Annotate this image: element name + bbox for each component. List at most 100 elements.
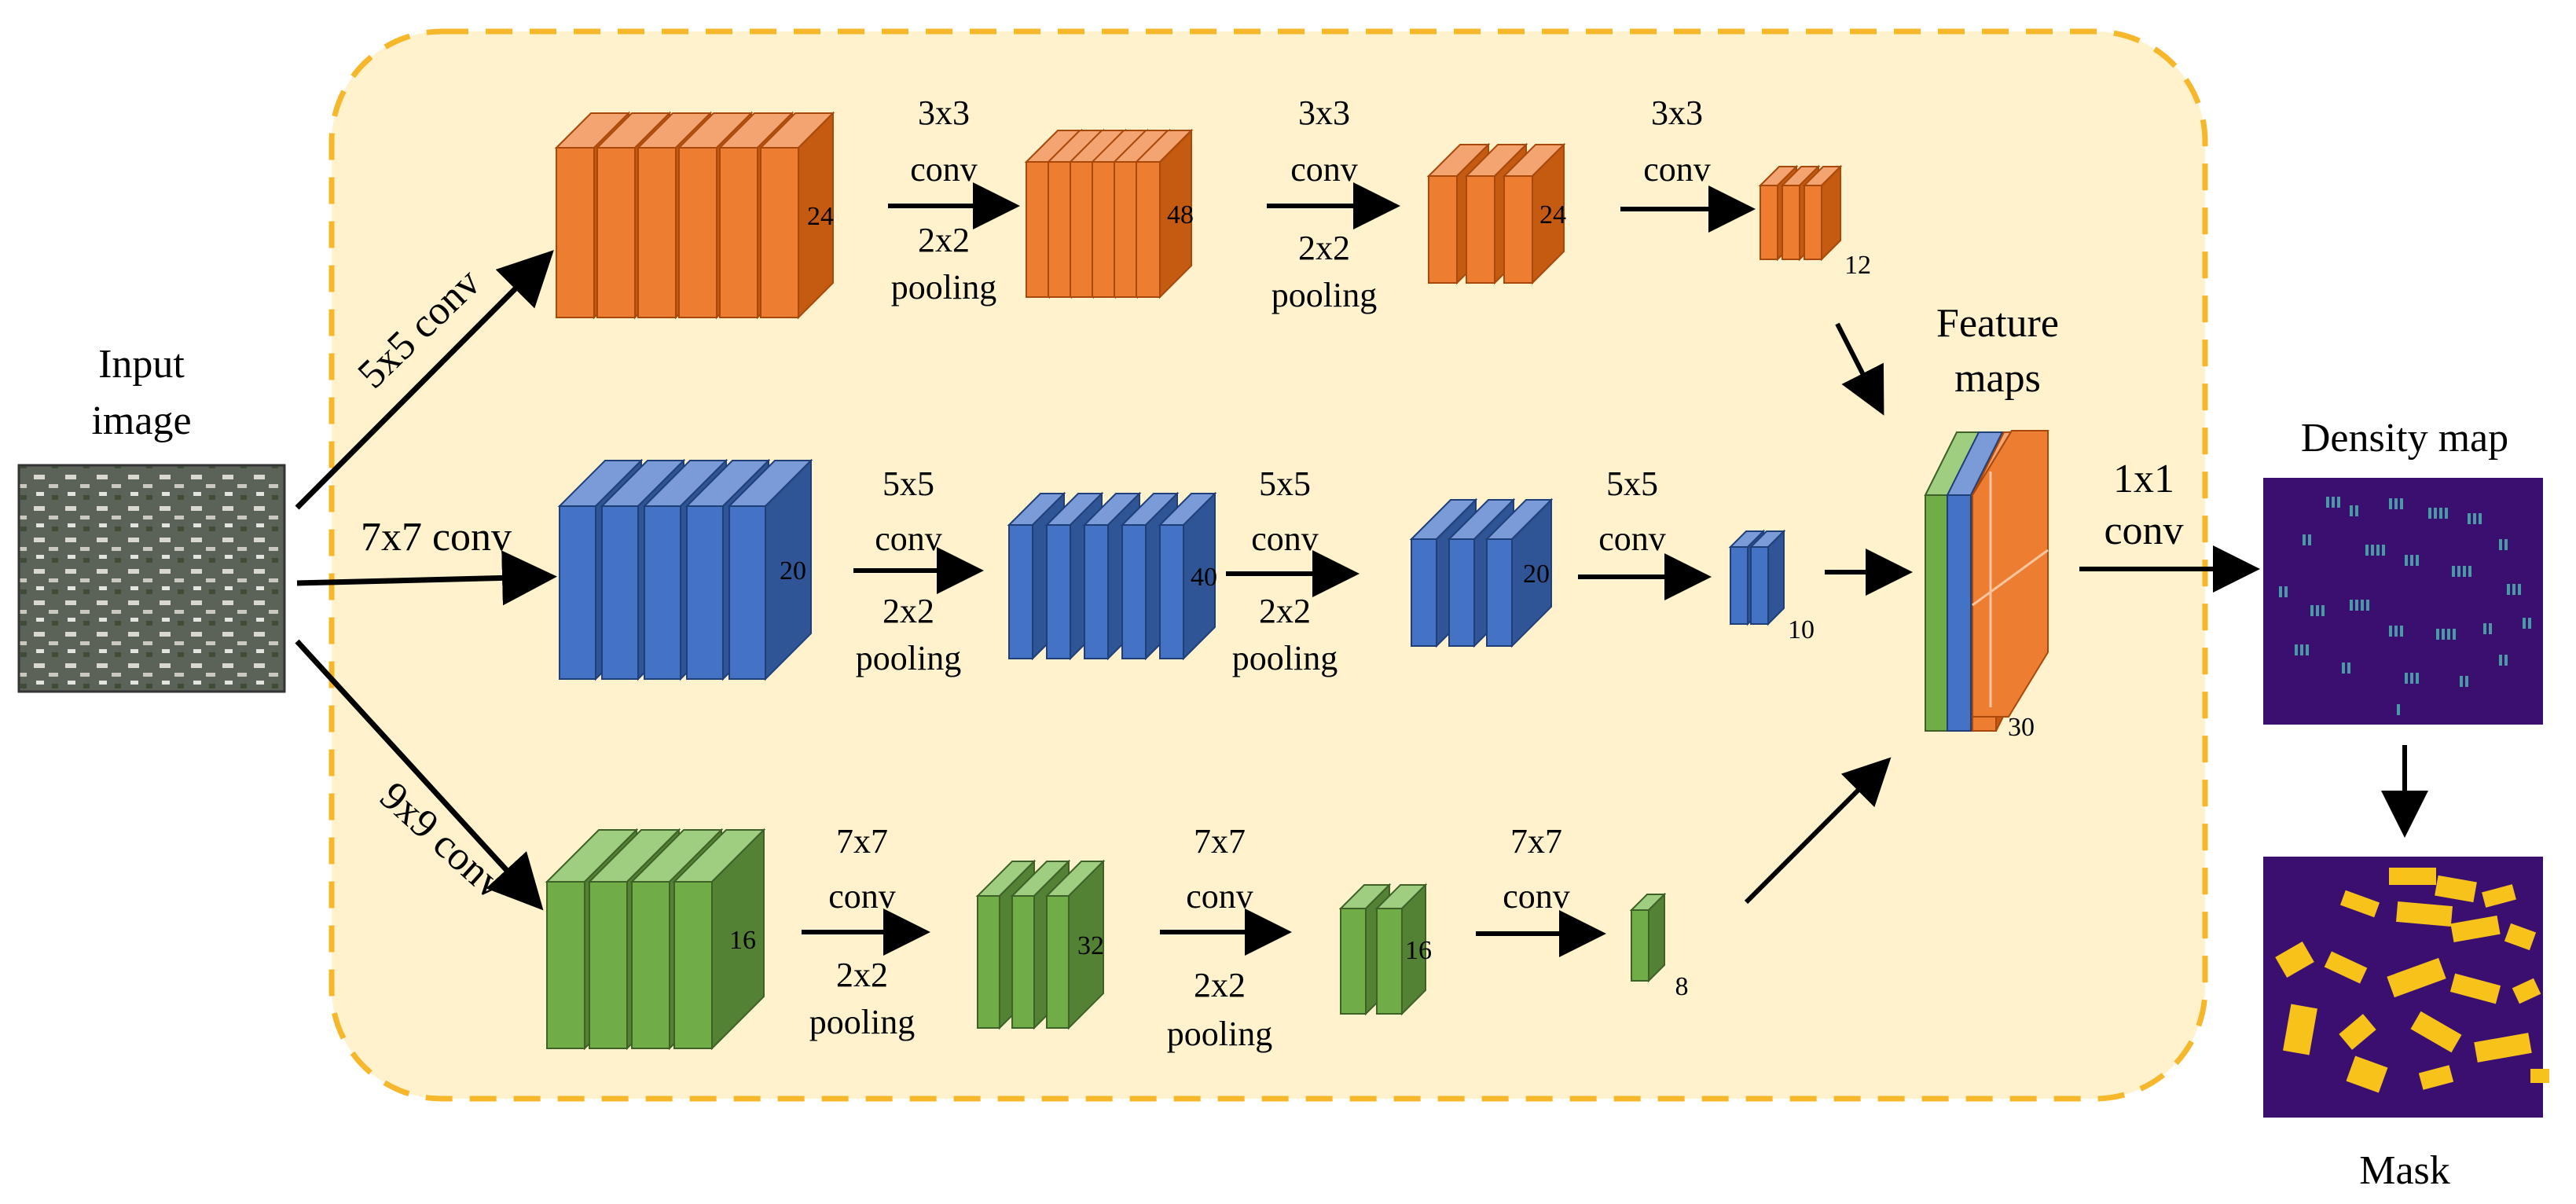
mask-blob [2450,915,2501,943]
green-block-4-slab [1629,892,1667,983]
density-mark [2389,626,2403,637]
blue-block-3-channels: 20 [1523,560,1550,589]
density-mark [2310,605,2325,616]
svg-text:conv: conv [1290,150,1358,189]
orange-block-4: 12 [1758,164,1871,280]
green-block-4-channels: 8 [1675,972,1689,1001]
feature-map-orange-front [1971,430,2049,718]
mask-blob [2324,951,2368,984]
orange-block-3: 24 [1426,142,1566,285]
blue-entry-conv-label: 7x7 conv [361,515,512,560]
mask-blob [2387,957,2446,998]
mask-blob [2449,973,2501,1004]
svg-text:conv: conv [1643,150,1711,189]
density-mark [2452,566,2471,577]
mask-blob [2530,1069,2549,1083]
density-mark [2499,655,2508,666]
orange-block-4-channels: 12 [1844,251,1871,280]
density-mark [2460,676,2468,687]
arrow-input-to-blue [296,550,557,606]
density-mark [2507,584,2521,595]
svg-text:5x5: 5x5 [1259,464,1311,503]
svg-text:7x7: 7x7 [836,822,888,861]
density-mark [2279,586,2288,597]
branch-orange: 24 48 24 12 [554,111,1871,320]
green-op-3: 7x7 conv [1503,822,1570,916]
blue-block-3-slab [1484,497,1554,648]
density-mark [2350,600,2369,611]
blue-block-2-channels: 40 [1191,563,1217,592]
orange-block-2-channels: 48 [1167,200,1194,229]
svg-text:conv: conv [910,150,978,189]
density-mark [2365,545,2385,556]
mask-blob [2346,1055,2388,1093]
mask-blob [2339,890,2380,918]
arrow-green-to-features [1744,757,1892,905]
density-mark [2428,508,2448,519]
density-mark [2499,539,2508,550]
green-block-4: 8 [1629,892,1689,1001]
density-mark [2326,497,2340,508]
svg-text:2x2: 2x2 [836,956,888,994]
mask-blob [2418,1065,2454,1090]
svg-text:conv: conv [1186,877,1253,916]
arrow-input-to-orange [295,250,554,510]
svg-text:2x2: 2x2 [1298,229,1350,267]
svg-text:5x5: 5x5 [1606,464,1658,503]
feature-maps-label-line1: Feature [1936,301,2059,346]
blue-block-1-channels: 20 [780,556,806,585]
feature-maps [1924,430,2049,732]
orange-block-4-slab [1802,164,1843,262]
density-mark [2303,534,2311,545]
density-mark [2523,618,2531,629]
svg-text:7x7: 7x7 [1510,822,1562,861]
svg-text:pooling: pooling [1271,276,1377,314]
green-block-2-slab [1044,859,1106,1030]
blue-block-1-slab [727,458,813,681]
mask-blob [2435,875,2477,903]
svg-text:pooling: pooling [1232,639,1338,677]
density-mark [2350,505,2358,516]
final-conv-line2: conv [2104,508,2183,553]
input-label-line1: Input [98,342,185,387]
blue-op-3: 5x5 conv [1598,464,1666,558]
orange-block-3-channels: 24 [1539,200,1566,229]
green-block-2: 32 [975,859,1106,1030]
green-block-3: 16 [1338,883,1432,1016]
svg-text:conv: conv [1503,877,1570,916]
blue-block-4: 10 [1728,529,1815,644]
svg-text:7x7: 7x7 [1194,822,1246,861]
branch-blue: 20 40 20 10 [557,458,1815,681]
blue-block-2: 40 [1007,491,1217,661]
stage-arrows [802,182,2428,957]
svg-text:2x2: 2x2 [918,221,970,259]
svg-text:conv: conv [1598,519,1666,558]
green-block-2-channels: 32 [1077,931,1104,960]
svg-text:conv: conv [828,877,896,916]
svg-text:5x5: 5x5 [883,464,934,503]
orange-block-2: 48 [1024,128,1194,299]
feature-maps-count: 30 [2008,713,2035,742]
green-op-1: 7x7 conv 2x2 pooling [809,822,915,1041]
svg-text:2x2: 2x2 [1259,592,1311,630]
orange-op-1: 3x3 conv 2x2 pooling [891,94,996,307]
blue-op-1: 5x5 conv 2x2 pooling [856,464,961,677]
orange-block-3-slab [1502,142,1566,285]
svg-text:pooling: pooling [809,1003,915,1041]
density-mark [2436,629,2456,640]
orange-op-3: 3x3 conv [1643,94,1711,189]
green-op-2: 7x7 conv 2x2 pooling [1167,822,1272,1053]
svg-text:pooling: pooling [856,639,961,677]
orange-block-1-channels: 24 [807,202,834,231]
orange-block-1-slab [758,111,835,320]
arrow-input-to-green [295,639,544,911]
blue-block-1: 20 [557,458,813,681]
density-mark [2295,644,2309,655]
orange-block-2-slab [1134,128,1194,299]
blue-block-4-channels: 10 [1788,615,1815,644]
blue-block-3: 20 [1409,497,1554,648]
mask-blob [2474,1033,2532,1063]
